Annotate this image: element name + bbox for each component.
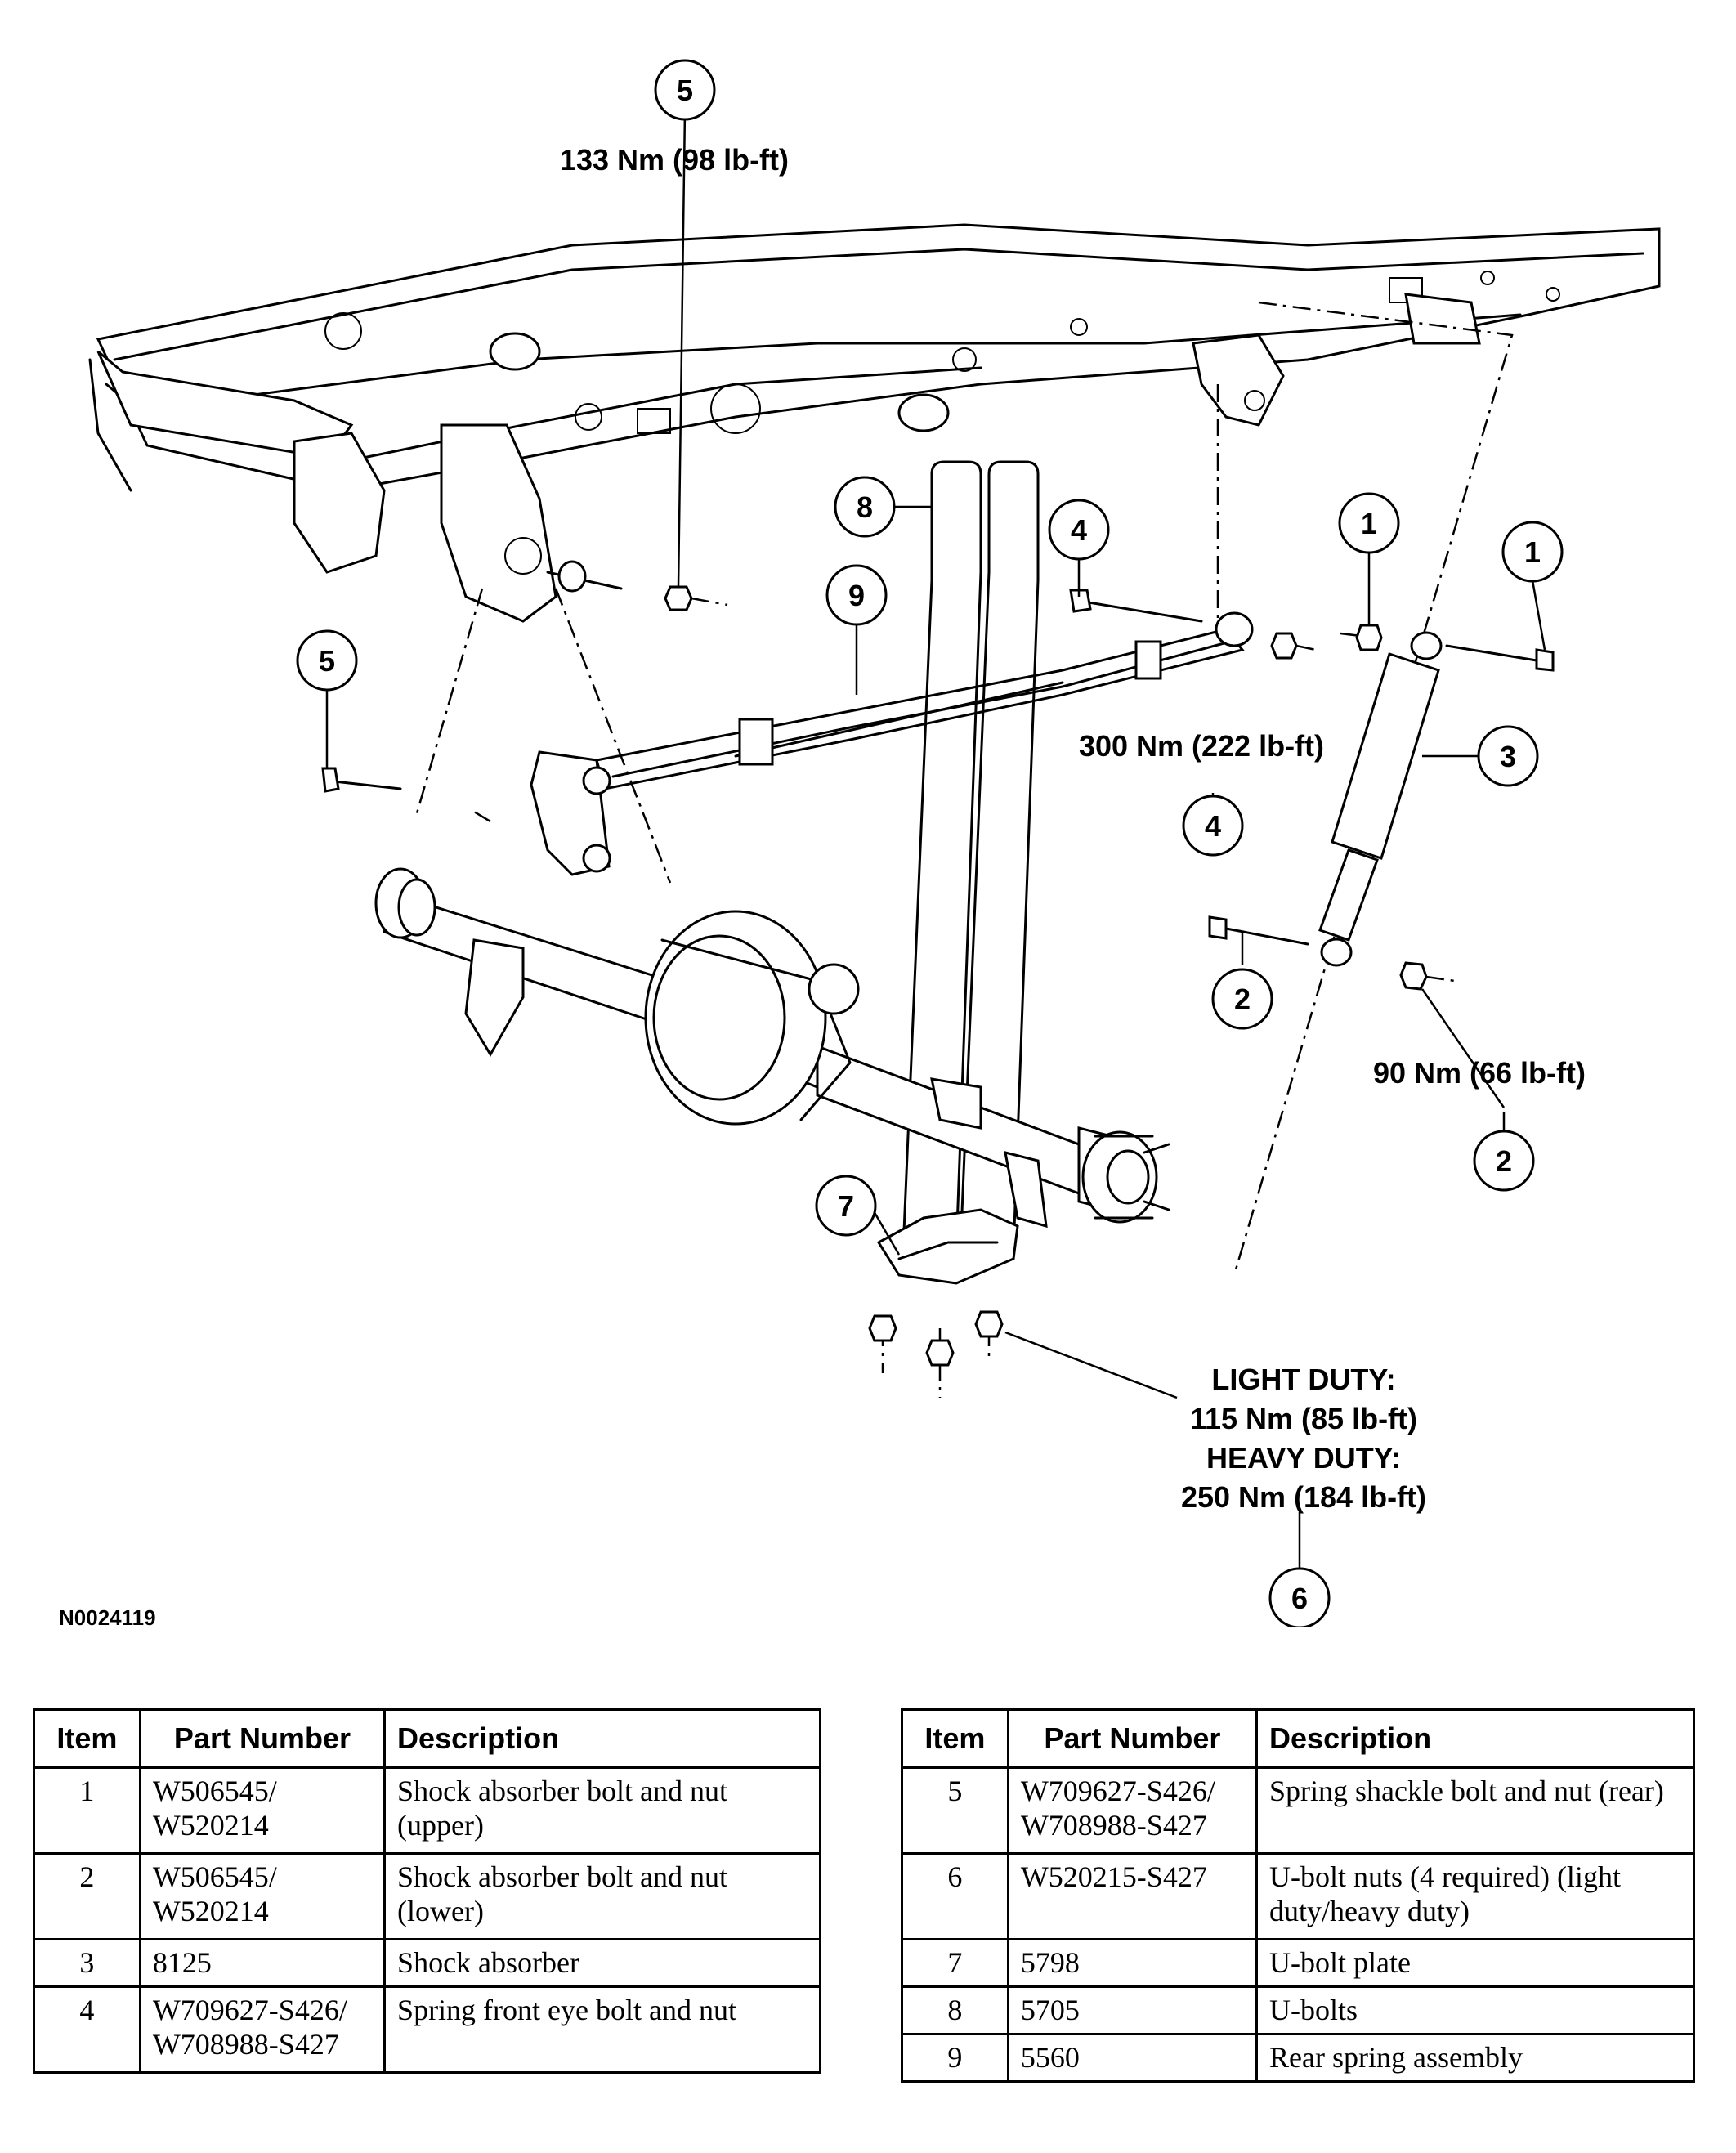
- u-bolt-plate: [876, 1208, 1019, 1285]
- cell-description: Rear spring assembly: [1255, 2033, 1695, 2083]
- svg-text:9: 9: [848, 579, 865, 612]
- cell-item: 7: [901, 1938, 1009, 1988]
- callout-1-left: 1: [1338, 492, 1400, 554]
- cell-description: Shock absorber: [383, 1938, 821, 1988]
- torque-spring-shackle: 133 Nm (98 lb-ft): [560, 143, 789, 177]
- rear-axle: [374, 867, 1170, 1229]
- cell-description: Spring shackle bolt and nut (rear): [1255, 1766, 1695, 1855]
- cell-description: U-bolt plate: [1255, 1938, 1695, 1988]
- svg-text:6: 6: [1291, 1582, 1308, 1615]
- torque-light-duty-value: 115 Nm (85 lb-ft): [1190, 1402, 1417, 1435]
- cell-item: 4: [33, 1985, 141, 2074]
- svg-text:2: 2: [1496, 1144, 1512, 1178]
- callout-4-upper: 4: [1048, 499, 1110, 561]
- cell-part-number: W520215-S427: [1006, 1852, 1259, 1940]
- cell-item: 2: [33, 1852, 141, 1940]
- table-row: 2 W506545/ W520214 Shock absorber bolt a…: [33, 1852, 821, 1940]
- front-eye-bolt: [1069, 589, 1317, 660]
- cell-part-number: W506545/ W520214: [138, 1852, 387, 1940]
- svg-text:3: 3: [1500, 740, 1516, 773]
- cell-description: Spring front eye bolt and nut: [383, 1985, 821, 2074]
- torque-front-eye: 300 Nm (222 lb-ft): [1079, 729, 1324, 763]
- table-row: 7 5798 U-bolt plate: [901, 1938, 1695, 1988]
- table-row: 1 W506545/ W520214 Shock absorber bolt a…: [33, 1766, 821, 1855]
- suspension-exploded-diagram: 5 8 4 1 1 9 5 3 4 2 2 7: [59, 59, 1661, 1627]
- cell-description: U-bolt nuts (4 required) (light duty/hea…: [1255, 1852, 1695, 1940]
- cell-part-number: 8125: [138, 1938, 387, 1988]
- cell-part-number: W709627-S426/ W708988-S427: [1006, 1766, 1259, 1855]
- callout-4-lower: 4: [1182, 795, 1244, 857]
- torque-heavy-duty-title: HEAVY DUTY:: [1206, 1441, 1401, 1475]
- svg-text:5: 5: [319, 644, 335, 678]
- callout-3: 3: [1477, 725, 1539, 787]
- cell-item: 5: [901, 1766, 1009, 1855]
- table-row: 4 W709627-S426/ W708988-S427 Spring fron…: [33, 1985, 821, 2074]
- col-description: Description: [383, 1708, 821, 1769]
- leaf-spring-assembly: [530, 611, 1254, 876]
- svg-text:2: 2: [1234, 983, 1251, 1016]
- u-bolt-nuts: [868, 1310, 1004, 1367]
- torque-light-duty-title: LIGHT DUTY:: [1211, 1363, 1395, 1396]
- table-row: 6 W520215-S427 U-bolt nuts (4 required) …: [901, 1852, 1695, 1940]
- callout-5-top: 5: [654, 59, 716, 121]
- shock-absorber: [1318, 631, 1443, 967]
- table-row: 3 8125 Shock absorber: [33, 1938, 821, 1988]
- callout-8: 8: [834, 476, 896, 538]
- svg-text:8: 8: [857, 490, 873, 524]
- callout-2-lower: 2: [1473, 1130, 1535, 1192]
- frame-rail: [88, 223, 1661, 623]
- col-description: Description: [1255, 1708, 1695, 1769]
- shock-bolts: [1208, 624, 1555, 991]
- torque-heavy-duty-value: 250 Nm (184 lb-ft): [1181, 1480, 1426, 1514]
- table-row: 9 5560 Rear spring assembly: [901, 2033, 1695, 2083]
- cell-item: 8: [901, 1985, 1009, 2035]
- cell-part-number: 5798: [1006, 1938, 1259, 1988]
- shackle-lower-bolt: [321, 767, 402, 793]
- callout-2-upper: 2: [1211, 968, 1273, 1030]
- svg-text:4: 4: [1071, 513, 1087, 547]
- parts-table-right: Item Part Number Description 5 W709627-S…: [901, 1708, 1695, 2083]
- table-row: 8 5705 U-bolts: [901, 1985, 1695, 2035]
- cell-item: 1: [33, 1766, 141, 1855]
- callout-7: 7: [815, 1175, 877, 1237]
- cell-item: 6: [901, 1852, 1009, 1940]
- cell-item: 9: [901, 2033, 1009, 2083]
- svg-text:5: 5: [677, 74, 693, 107]
- shackle-upper-bolt: [546, 560, 728, 611]
- cell-part-number: 5705: [1006, 1985, 1259, 2035]
- callout-9: 9: [825, 564, 888, 626]
- table-row: 5 W709627-S426/ W708988-S427 Spring shac…: [901, 1766, 1695, 1855]
- col-item: Item: [901, 1708, 1009, 1769]
- figure-id: N0024119: [59, 1605, 156, 1627]
- torque-shock-lower: 90 Nm (66 lb-ft): [1373, 1056, 1586, 1090]
- callout-6: 6: [1268, 1567, 1331, 1627]
- parts-table-left: Item Part Number Description 1 W506545/ …: [33, 1708, 821, 2074]
- svg-text:1: 1: [1361, 507, 1377, 540]
- cell-item: 3: [33, 1938, 141, 1988]
- cell-description: Shock absorber bolt and nut (upper): [383, 1766, 821, 1855]
- cell-part-number: 5560: [1006, 2033, 1259, 2083]
- table-header-row: Item Part Number Description: [33, 1708, 821, 1769]
- callout-5-left: 5: [296, 629, 358, 692]
- col-item: Item: [33, 1708, 141, 1769]
- col-part-number: Part Number: [138, 1708, 387, 1769]
- cell-part-number: W506545/ W520214: [138, 1766, 387, 1855]
- table-header-row: Item Part Number Description: [901, 1708, 1695, 1769]
- col-part-number: Part Number: [1006, 1708, 1259, 1769]
- callout-1-right: 1: [1501, 521, 1564, 583]
- svg-text:1: 1: [1524, 535, 1541, 569]
- cell-description: U-bolts: [1255, 1985, 1695, 2035]
- cell-description: Shock absorber bolt and nut (lower): [383, 1852, 821, 1940]
- svg-text:7: 7: [838, 1189, 854, 1223]
- cell-part-number: W709627-S426/ W708988-S427: [138, 1985, 387, 2074]
- svg-text:4: 4: [1205, 809, 1221, 843]
